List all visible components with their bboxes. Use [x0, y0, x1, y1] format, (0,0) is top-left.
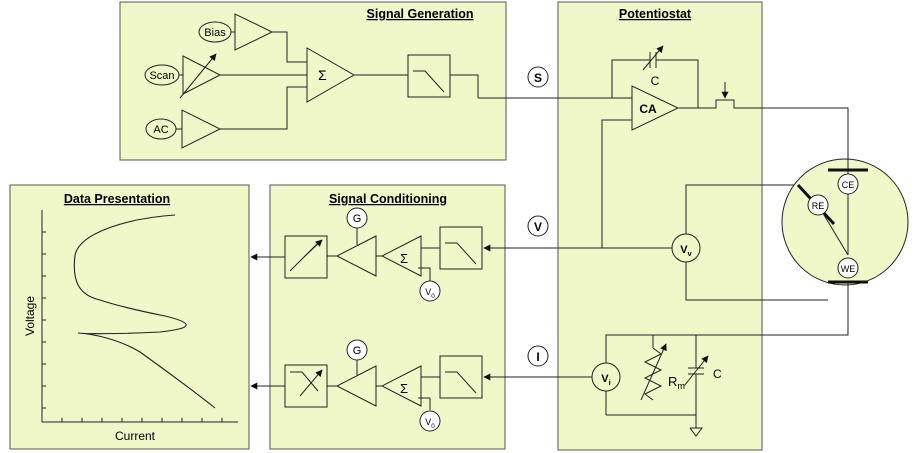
- control-amplifier-label: CA: [639, 102, 657, 116]
- plot-x-label: Current: [115, 429, 156, 443]
- data-presentation-panel: [9, 184, 250, 450]
- ac-source: AC: [145, 118, 177, 140]
- output-filter: [407, 54, 451, 98]
- summing-amplifier: Σ: [306, 47, 356, 103]
- signal-conditioning-panel: [269, 184, 506, 450]
- i-offset-label: V0: [425, 417, 435, 430]
- measurement-capacitor: C: [683, 355, 722, 387]
- current-meter-label: Vi: [601, 373, 610, 387]
- signal-conditioning-title: Signal Conditioning: [329, 192, 447, 206]
- v-signal-marker: V: [527, 215, 549, 237]
- s-signal-label: S: [534, 71, 542, 85]
- electrochemical-cell: CE RE WE: [781, 157, 909, 287]
- i-gain-amplifier: [335, 365, 377, 407]
- scan-adjust-arrow: [179, 53, 217, 99]
- v-summing-amplifier: Σ: [380, 235, 422, 277]
- i-gain-label: G: [353, 345, 362, 357]
- i-signal-label: I: [536, 350, 539, 364]
- cell-switch: [712, 82, 738, 109]
- i-gain-control: G: [346, 339, 368, 361]
- plot-x-ticks: [61, 418, 223, 422]
- bias-buffer-amplifier: [234, 13, 274, 51]
- voltammogram-curve: [73, 214, 216, 409]
- v-gain-amplifier: [335, 235, 377, 277]
- working-electrode-label: WE: [841, 264, 856, 274]
- counter-electrode-label: CE: [842, 180, 855, 190]
- i-signal-marker: I: [527, 345, 549, 367]
- data-presentation-title: Data Presentation: [64, 192, 170, 206]
- data-plot: Voltage Current: [23, 210, 238, 443]
- scan-label: Scan: [149, 70, 174, 82]
- voltage-meter-label: Vv: [680, 244, 692, 258]
- bias-source: Bias: [198, 21, 232, 43]
- scan-source: Scan: [144, 64, 180, 86]
- current-meter: Vi: [591, 362, 621, 392]
- summing-symbol: Σ: [318, 67, 327, 83]
- measurement-capacitor-label: C: [713, 367, 722, 381]
- scan-variable-amplifier: [182, 55, 222, 95]
- i-output-filter: [284, 364, 328, 408]
- v-summing-symbol: Σ: [400, 251, 408, 266]
- i-offset-source: V0: [419, 410, 441, 432]
- measurement-resistor-label: Rm: [668, 374, 685, 391]
- plot-y-label: Voltage: [23, 296, 37, 336]
- ac-label: AC: [153, 124, 168, 136]
- working-electrode: WE: [837, 257, 859, 279]
- plot-y-ticks: [42, 231, 46, 409]
- counter-electrode: CE: [837, 173, 859, 195]
- bias-label: Bias: [204, 27, 226, 39]
- control-amplifier: CA: [631, 85, 680, 131]
- v-offset-label: V0: [425, 287, 435, 300]
- ground-symbol: [689, 427, 703, 437]
- potentiostat-title: Potentiostat: [619, 7, 692, 21]
- s-signal-marker: S: [527, 66, 549, 88]
- v-gain-control: G: [346, 207, 368, 229]
- reference-electrode: RE: [807, 194, 829, 216]
- measurement-resistor: Rm: [640, 343, 685, 401]
- v-input-filter: [439, 226, 483, 270]
- ac-buffer-amplifier: [181, 109, 222, 149]
- i-input-filter: [439, 355, 483, 399]
- i-summing-amplifier: Σ: [380, 365, 422, 407]
- v-output-filter: [284, 235, 328, 279]
- signal-generation-title: Signal Generation: [367, 7, 474, 21]
- v-signal-label: V: [534, 220, 542, 234]
- potentiostat-panel: [557, 1, 763, 451]
- voltage-meter: Vv: [671, 233, 701, 263]
- reference-electrode-label: RE: [812, 201, 825, 211]
- feedback-capacitor-label: C: [651, 74, 660, 88]
- i-summing-symbol: Σ: [400, 381, 408, 396]
- v-gain-label: G: [353, 213, 362, 225]
- v-offset-source: V0: [419, 280, 441, 302]
